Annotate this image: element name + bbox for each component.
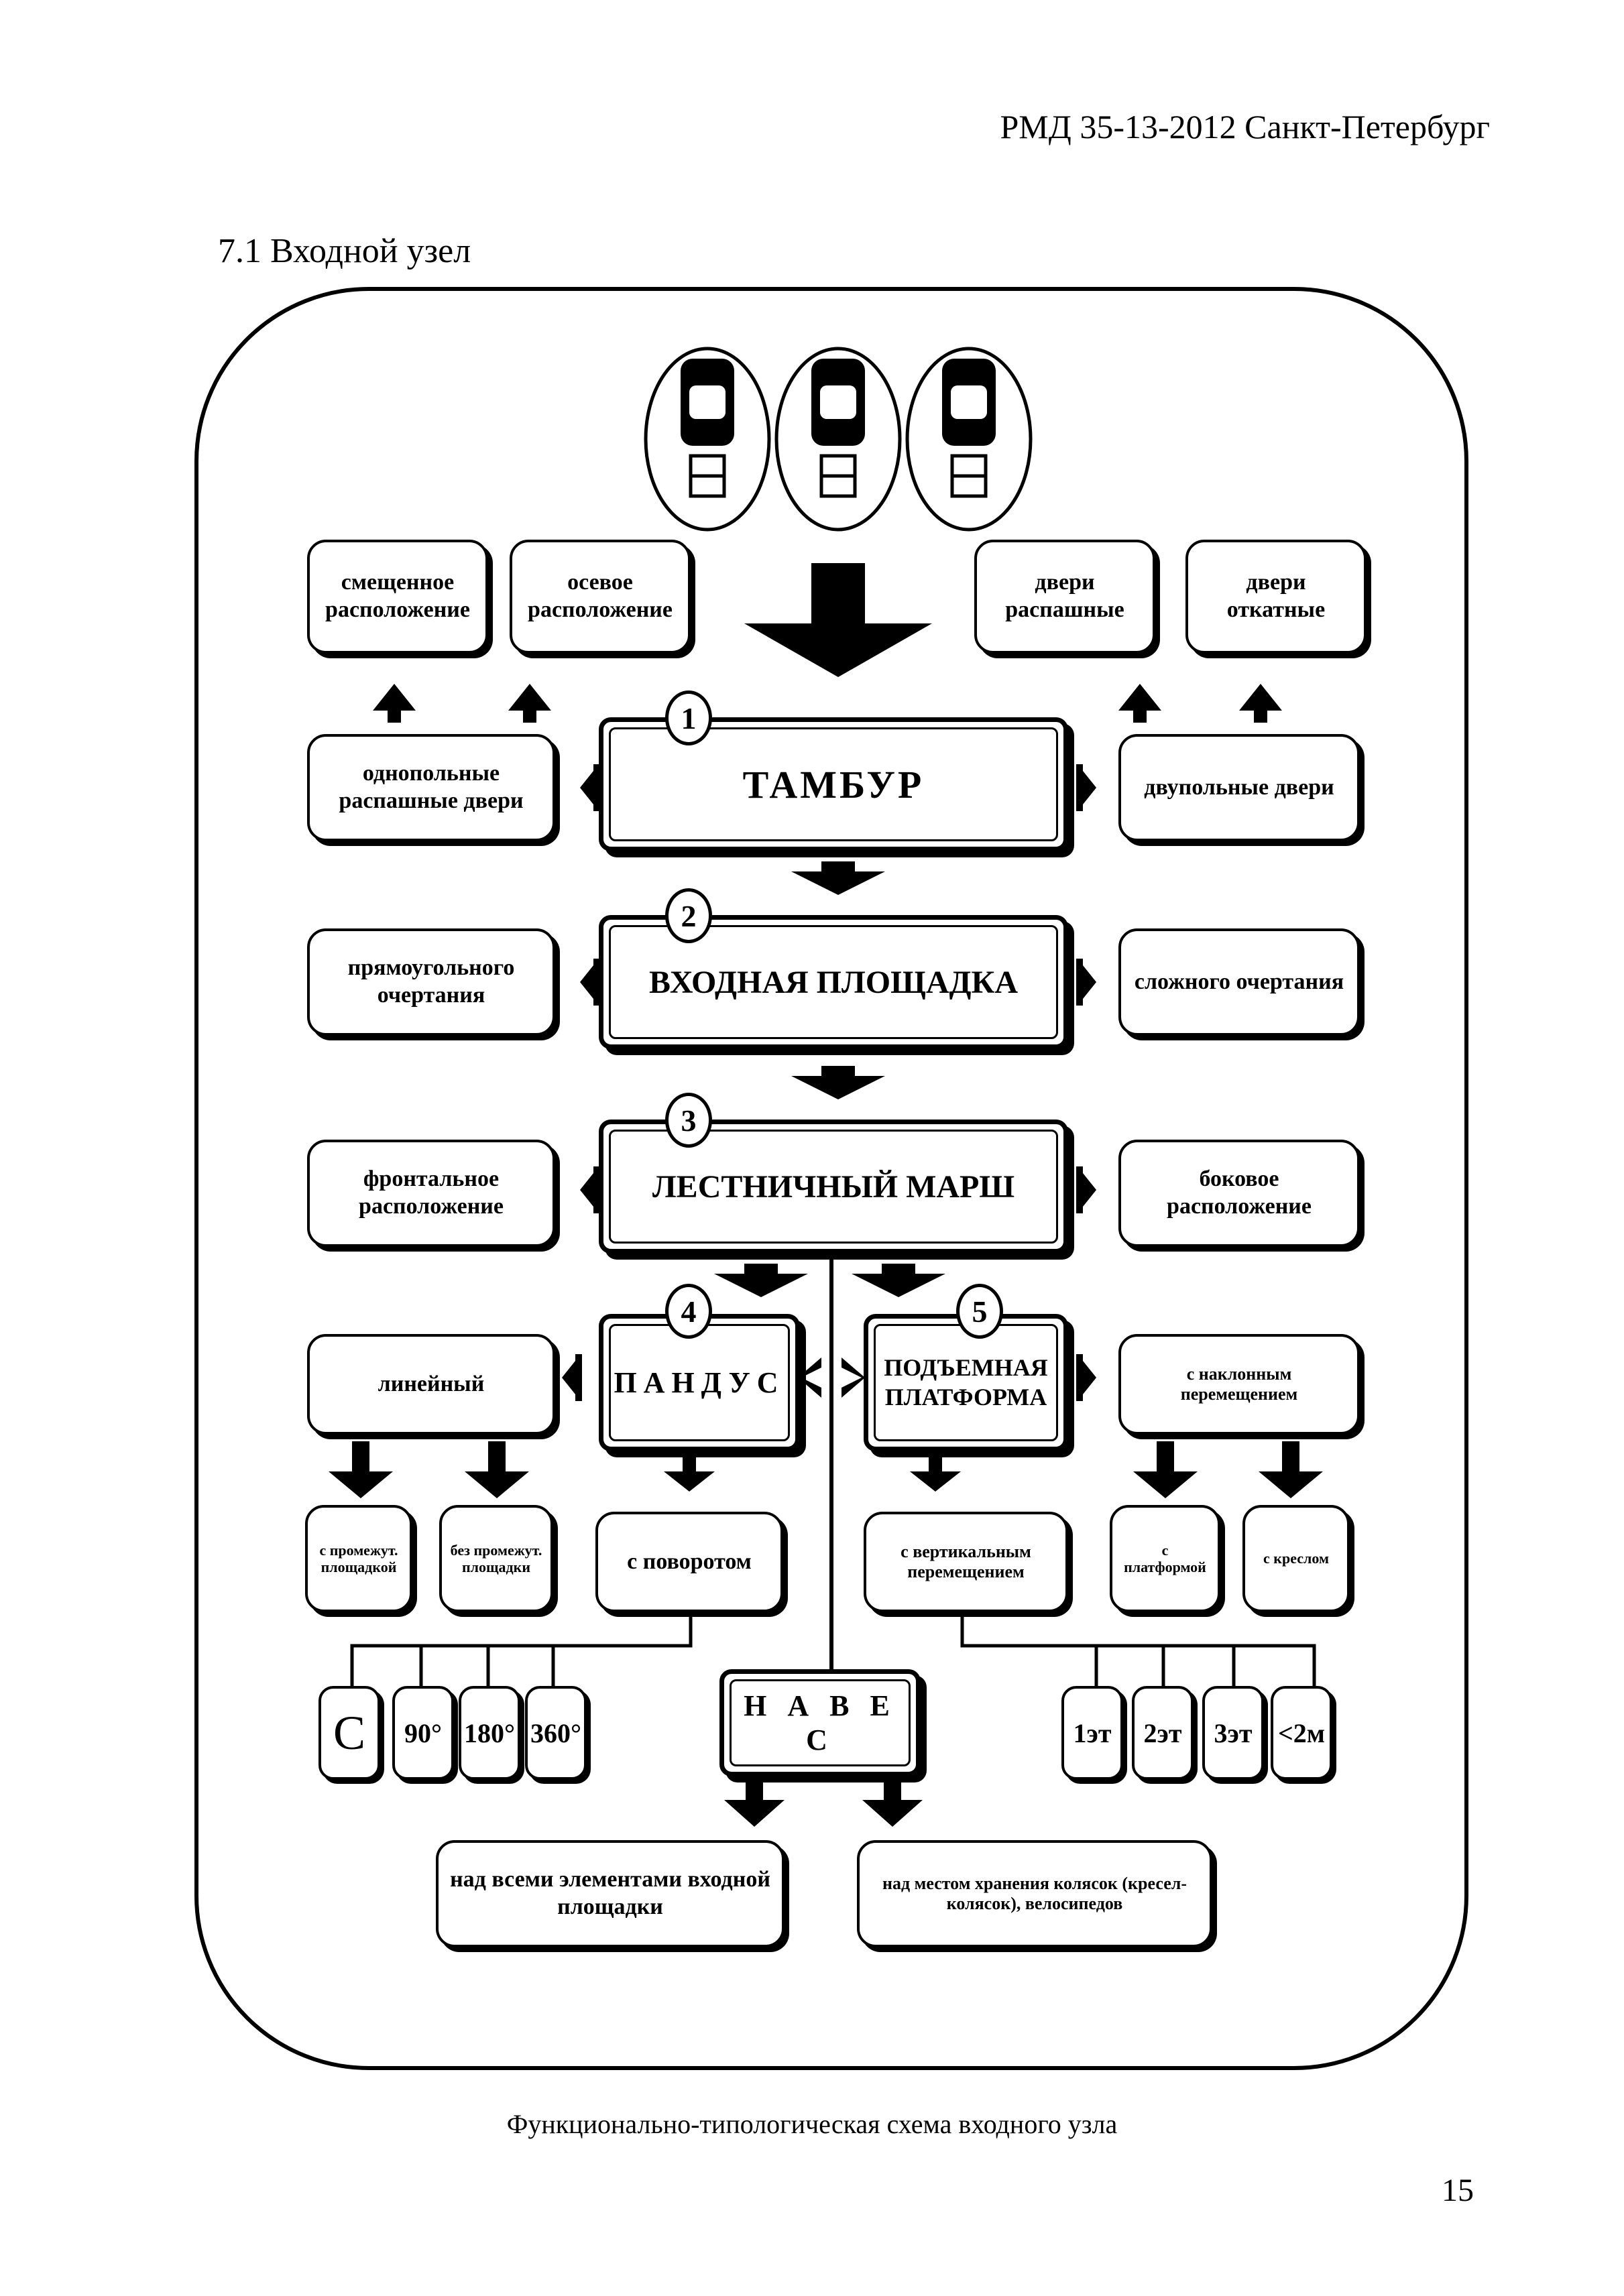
option-vertical-movement: с вертикальным перемещением [864, 1512, 1068, 1612]
document-header: РМД 35-13-2012 Санкт-Петербург [1000, 108, 1491, 145]
node-number-1: 1 [665, 690, 712, 745]
floor-under-2m: <2м [1271, 1686, 1332, 1780]
option-rectangular-outline: прямоугольного очертания [307, 928, 555, 1036]
angle-90: 90° [392, 1686, 454, 1780]
node-number-2: 2 [665, 888, 712, 943]
option-swing-doors: двери распашные [974, 540, 1155, 654]
figure-caption: Функционально-типологическая схема входн… [506, 2109, 1118, 2139]
node-canopy: Н А В Е С [719, 1669, 921, 1776]
floor-1: 1эт [1061, 1686, 1123, 1780]
angle-180: 180° [459, 1686, 520, 1780]
option-single-leaf-doors: однопольные распашные двери [307, 734, 555, 841]
node-number-5: 5 [956, 1284, 1003, 1339]
option-complex-outline: сложного очертания [1118, 928, 1360, 1036]
node-ramp: ПАНДУС [599, 1314, 800, 1451]
diagram-frame [194, 287, 1468, 2070]
option-double-leaf-doors: двупольные двери [1118, 734, 1360, 841]
option-over-all-elements: над всеми элементами входной площадки [436, 1840, 785, 1947]
node-number-4: 4 [665, 1284, 712, 1339]
section-title: 7.1 Входной узел [218, 232, 471, 270]
option-side-location: боковое расположение [1118, 1140, 1360, 1247]
option-sliding-doors: двери откатные [1185, 540, 1367, 654]
node-stair-flight: ЛЕСТНИЧНЫЙ МАРШ [599, 1120, 1068, 1254]
option-over-storage: над местом хранения колясок (кресел-коля… [857, 1840, 1212, 1947]
option-offset-location: смещенное расположение [307, 540, 488, 654]
node-tambour: ТАМБУР [599, 717, 1068, 851]
node-lift-platform-label: ПОДЪЕМНАЯ ПЛАТФОРМА [884, 1354, 1048, 1410]
node-entry-platform: ВХОДНАЯ ПЛОЩАДКА [599, 915, 1068, 1049]
node-number-3: 3 [665, 1093, 712, 1148]
node-stair-flight-label: ЛЕСТНИЧНЫЙ МАРШ [652, 1168, 1015, 1205]
car-icons [644, 347, 1033, 532]
node-lift-platform: ПОДЪЕМНАЯ ПЛАТФОРМА [864, 1314, 1068, 1451]
page-number: 15 [1442, 2173, 1474, 2208]
node-canopy-label: Н А В Е С [744, 1689, 896, 1756]
angle-360: 360° [525, 1686, 587, 1780]
node-entry-platform-label: ВХОДНАЯ ПЛОЩАДКА [649, 964, 1018, 1000]
floor-2: 2эт [1132, 1686, 1194, 1780]
option-with-chair: с креслом [1242, 1505, 1350, 1612]
option-with-intermediate-landing: с промежут. площадкой [305, 1505, 412, 1612]
node-ramp-label: ПАНДУС [614, 1366, 785, 1399]
option-axial-location: осевое расположение [510, 540, 691, 654]
option-linear: линейный [307, 1334, 555, 1435]
option-with-platform: с платформой [1110, 1505, 1220, 1612]
angle-c: С [318, 1686, 380, 1780]
node-tambour-label: ТАМБУР [742, 762, 925, 806]
floor-3: 3эт [1202, 1686, 1264, 1780]
option-inclined-movement: с наклонным перемещением [1118, 1334, 1360, 1435]
entry-arrow [744, 563, 932, 677]
option-without-intermediate-landing: без промежут. площадки [439, 1505, 553, 1612]
option-with-turn: с поворотом [595, 1512, 783, 1612]
option-frontal-location: фронтальное расположение [307, 1140, 555, 1247]
